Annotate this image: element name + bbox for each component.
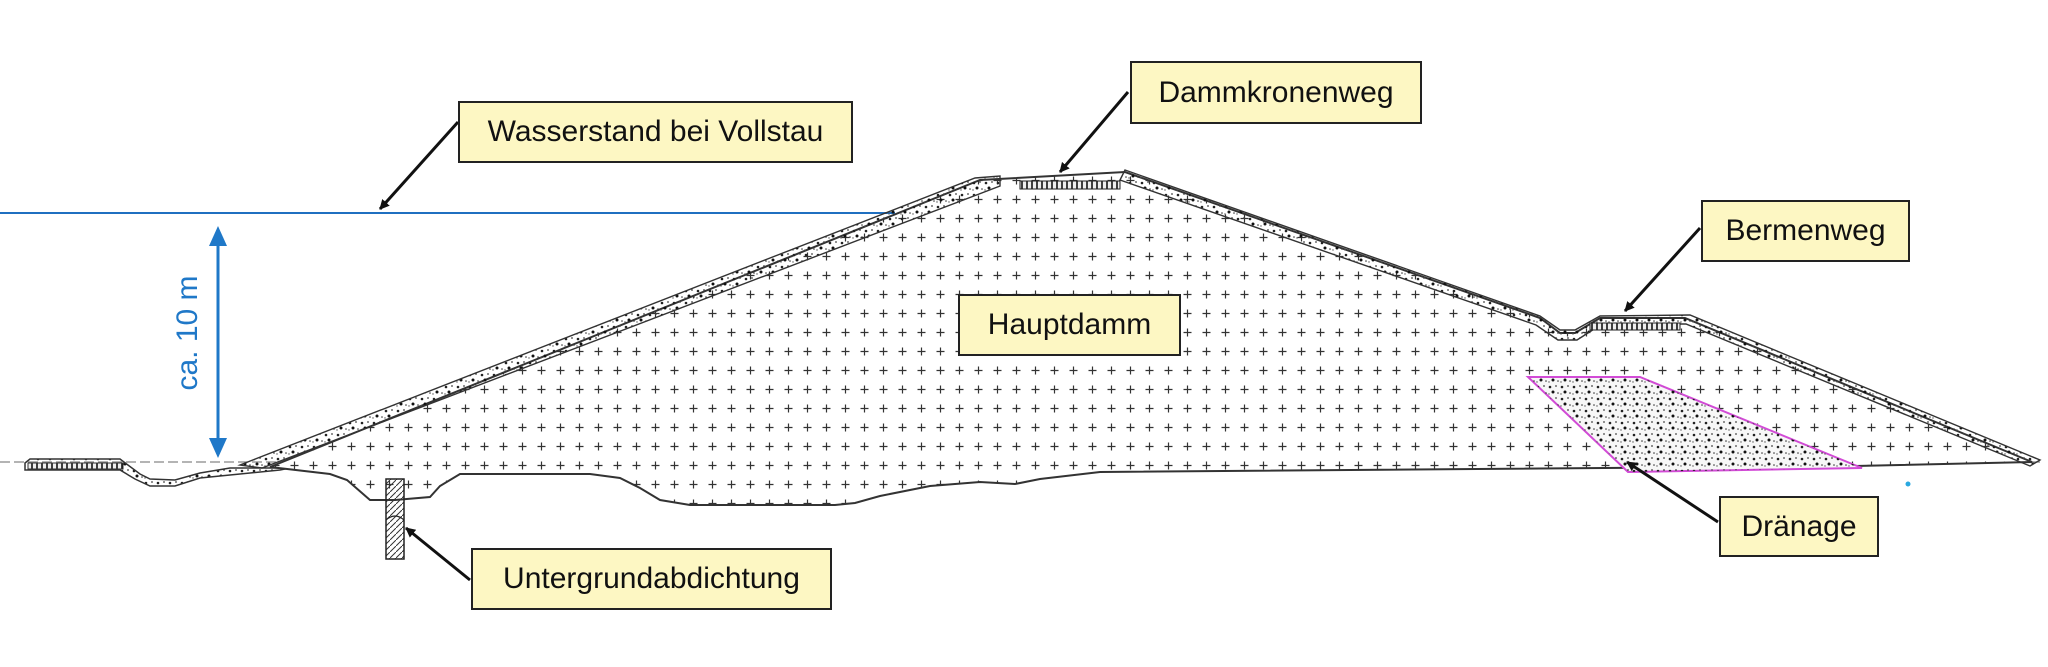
dimension-label: ca. 10 m — [171, 275, 204, 391]
survey-point — [1905, 481, 1911, 487]
label-drainage: Dränage — [1719, 496, 1879, 557]
leader-crest-road — [1058, 91, 1130, 173]
label-main-dam: Hauptdamm — [958, 294, 1181, 356]
dimension-arrowhead-top — [209, 226, 227, 246]
label-berm-road: Bermenweg — [1701, 200, 1910, 262]
label-water-level: Wasserstand bei Vollstau — [458, 101, 853, 163]
berm-road — [1589, 322, 1681, 331]
label-crest-road: Dammkronenweg — [1130, 61, 1422, 124]
upstream-slope-cover — [237, 175, 1001, 469]
leader-subsoil-seal — [405, 526, 471, 582]
leader-water-level — [378, 120, 460, 211]
downstream-slope-cover — [1119, 169, 2042, 467]
leader-drainage — [1626, 460, 1719, 524]
label-subsoil-seal: Untergrundabdichtung — [471, 548, 832, 610]
drainage-fill — [1528, 377, 1862, 472]
upstream-toe-road — [27, 462, 124, 470]
dimension-arrowhead-bottom — [209, 438, 227, 458]
leader-berm-road — [1623, 226, 1702, 313]
crest-road — [1019, 180, 1121, 190]
subsoil-seal-joint — [385, 515, 405, 521]
subsoil-seal-wall — [385, 478, 405, 560]
